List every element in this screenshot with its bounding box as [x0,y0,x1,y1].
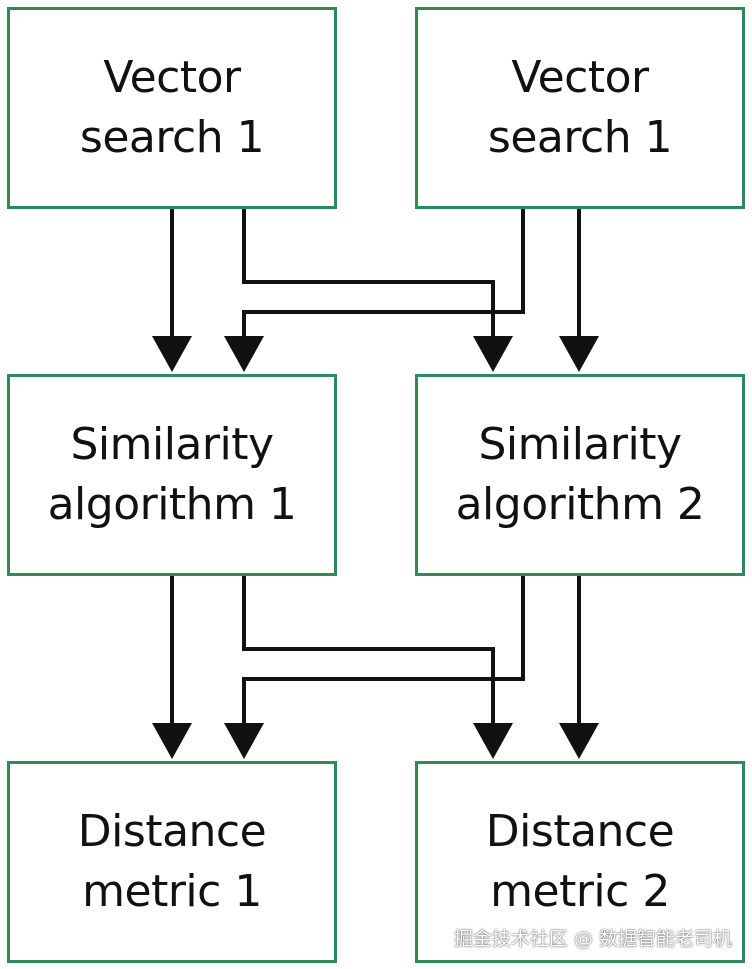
arrowhead [224,336,264,372]
arrow-sa-right-to-dm-left [242,576,525,725]
box-label-line2: search 1 [487,112,673,163]
similarity-algorithm-1-box: Similarity algorithm 1 [7,374,337,576]
box-label-line1: Similarity [478,419,682,470]
box-label-line1: Vector [103,52,241,103]
watermark: 掘金技术社区 @ 数据智能老司机 [453,928,732,950]
arrowhead [152,723,192,759]
arrowhead [559,336,599,372]
box-label-line1: Similarity [70,419,274,470]
vector-search-right-box: Vector search 1 [415,7,745,209]
arrowhead [152,336,192,372]
box-label-line2: search 1 [79,112,265,163]
box-label-line1: Distance [77,806,267,857]
box-label-line1: Vector [511,52,649,103]
arrowhead [473,723,513,759]
vector-search-left-box: Vector search 1 [7,7,337,209]
distance-metric-1-box: Distance metric 1 [7,761,337,963]
box-label-line2: metric 2 [490,866,670,917]
box-label-line2: algorithm 1 [47,479,297,530]
arrowhead [224,723,264,759]
box-label-line1: Distance [485,806,675,857]
similarity-algorithm-2-box: Similarity algorithm 2 [415,374,745,576]
box-label-line2: algorithm 2 [455,479,705,530]
arrow-sa-left-to-dm-right [242,576,495,725]
box-label-line2: metric 1 [82,866,262,917]
arrow-vs-right-to-sa-left [242,209,525,338]
arrowhead [559,723,599,759]
distance-metric-2-box: Distance metric 2 [415,761,745,963]
arrowhead [473,336,513,372]
arrow-vs-left-to-sa-right [242,209,495,338]
